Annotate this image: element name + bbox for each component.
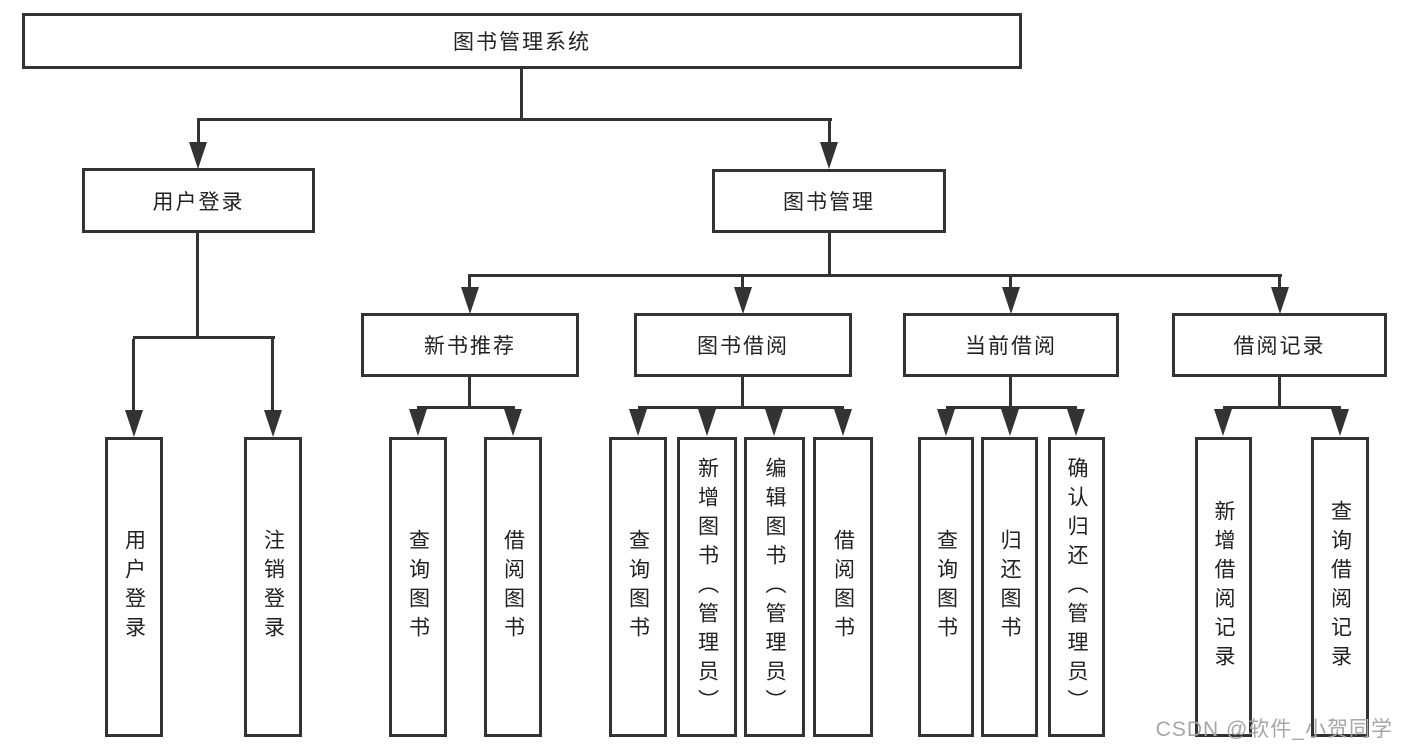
arrow-down-icon — [189, 142, 207, 169]
node-root-label: 图书管理系统 — [453, 31, 591, 54]
leaf-borrow-book-label: 借阅图书 — [831, 529, 855, 645]
connector-line — [638, 406, 844, 409]
connector-line — [741, 277, 744, 288]
connector-line — [1009, 377, 1012, 409]
connector-line — [133, 336, 275, 339]
arrow-down-icon — [629, 409, 647, 436]
connector-line — [468, 277, 471, 288]
csdn-watermark: CSDN @软件_小贺同学 — [1155, 718, 1393, 741]
arrow-down-icon — [765, 409, 783, 436]
arrow-down-icon — [734, 287, 752, 314]
node-current-borrow-label: 当前借阅 — [965, 335, 1057, 358]
node-current-borrow: 当前借阅 — [903, 313, 1119, 377]
leaf-current-query-book-label: 查询图书 — [934, 529, 958, 645]
arrow-down-icon — [264, 410, 282, 437]
connector-line — [828, 120, 831, 144]
node-new-book-recommend: 新书推荐 — [361, 313, 579, 377]
connector-line — [1278, 277, 1281, 288]
leaf-recommend-borrow-book-label: 借阅图书 — [501, 529, 525, 645]
leaf-borrow-query-book: 查询图书 — [609, 437, 667, 737]
leaf-return-book: 归还图书 — [981, 437, 1038, 737]
leaf-logout: 注销登录 — [244, 437, 302, 737]
leaf-add-borrow-record-label: 新增借阅记录 — [1212, 500, 1235, 674]
arrow-down-icon — [834, 409, 852, 436]
arrow-down-icon — [1067, 409, 1085, 436]
node-user-login-label: 用户登录 — [152, 190, 245, 214]
connector-line — [417, 406, 515, 409]
node-root: 图书管理系统 — [22, 13, 1022, 69]
leaf-borrow-book: 借阅图书 — [813, 437, 873, 737]
leaf-add-borrow-record: 新增借阅记录 — [1195, 437, 1252, 737]
leaf-recommend-query-book-label: 查询图书 — [406, 529, 430, 645]
leaf-current-query-book: 查询图书 — [918, 437, 974, 737]
arrow-down-icon — [1002, 287, 1020, 314]
connector-line — [197, 120, 200, 144]
connector-line — [1009, 277, 1012, 288]
node-user-login: 用户登录 — [82, 168, 315, 233]
connector-line — [132, 339, 135, 411]
leaf-user-login: 用户登录 — [105, 437, 163, 737]
leaf-query-borrow-record-label: 查询借阅记录 — [1328, 500, 1352, 674]
leaf-add-book-admin: 新增图书（管理员） — [677, 437, 737, 737]
arrow-down-icon — [504, 409, 522, 436]
arrow-down-icon — [1214, 409, 1232, 436]
connector-line — [1223, 406, 1341, 409]
connector-line — [1278, 377, 1281, 409]
node-book-borrow: 图书借阅 — [634, 313, 852, 377]
arrow-down-icon — [1271, 287, 1289, 314]
connector-line — [946, 406, 1077, 409]
leaf-recommend-query-book: 查询图书 — [389, 437, 447, 737]
arrow-down-icon — [409, 409, 427, 436]
leaf-add-book-admin-label: 新增图书（管理员） — [695, 456, 719, 718]
node-book-management-label: 图书管理 — [783, 191, 875, 214]
arrow-down-icon — [1001, 409, 1019, 436]
arrow-down-icon — [461, 287, 479, 314]
leaf-edit-book-admin-label: 编辑图书（管理员） — [763, 456, 786, 718]
arrow-down-icon — [125, 410, 143, 437]
arrow-down-icon — [937, 409, 955, 436]
leaf-edit-book-admin: 编辑图书（管理员） — [744, 437, 805, 737]
arrow-down-icon — [1331, 409, 1349, 436]
connector-line — [828, 233, 831, 276]
leaf-confirm-return-admin: 确认归还（管理员） — [1048, 437, 1105, 737]
connector-line — [271, 339, 274, 411]
arrow-down-icon — [820, 142, 838, 169]
connector-line — [468, 377, 471, 409]
arrow-down-icon — [698, 409, 716, 436]
connector-line — [468, 274, 1282, 277]
node-new-book-recommend-label: 新书推荐 — [424, 335, 516, 358]
leaf-borrow-query-book-label: 查询图书 — [626, 529, 650, 645]
leaf-confirm-return-admin-label: 确认归还（管理员） — [1065, 456, 1088, 718]
node-borrow-records-label: 借阅记录 — [1233, 335, 1326, 358]
leaf-return-book-label: 归还图书 — [998, 529, 1021, 645]
node-book-management: 图书管理 — [712, 169, 946, 233]
node-book-borrow-label: 图书借阅 — [697, 335, 789, 358]
connector-line — [741, 377, 744, 409]
leaf-logout-label: 注销登录 — [261, 529, 285, 645]
leaf-user-login-label: 用户登录 — [122, 529, 146, 645]
node-borrow-records: 借阅记录 — [1172, 313, 1387, 377]
connector-line — [197, 118, 832, 121]
connector-line — [196, 233, 199, 337]
leaf-query-borrow-record: 查询借阅记录 — [1311, 437, 1369, 737]
leaf-recommend-borrow-book: 借阅图书 — [484, 437, 542, 737]
connector-line — [520, 69, 523, 120]
